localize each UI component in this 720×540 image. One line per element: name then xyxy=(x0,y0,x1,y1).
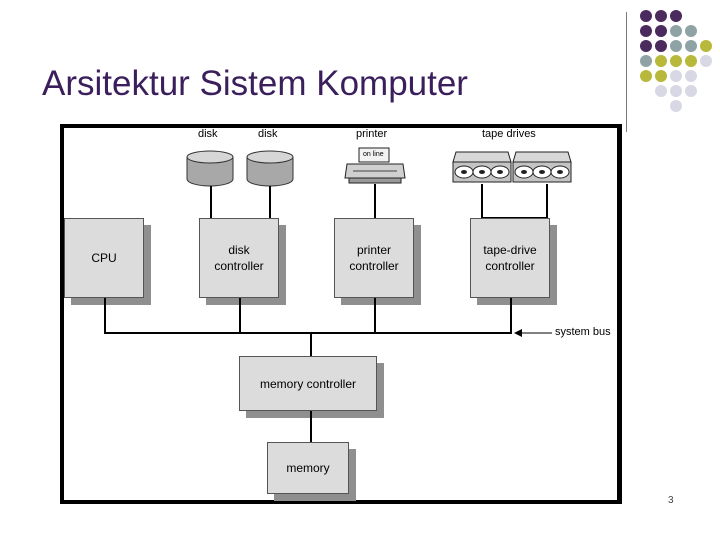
tape-drives-label: tape drives xyxy=(482,128,536,140)
disk-controller-box: disk controller xyxy=(199,218,279,298)
memory-label: memory xyxy=(286,461,330,475)
decorative-dot xyxy=(670,40,682,52)
system-bus-arrow xyxy=(514,329,552,337)
decorative-dot xyxy=(700,40,712,52)
decorative-dot xyxy=(640,25,652,37)
cpu-label: CPU xyxy=(91,251,117,265)
diagram-frame xyxy=(60,124,622,504)
disk-controller-label: disk controller xyxy=(214,243,264,273)
printer-connector xyxy=(374,184,376,219)
disk-icon-1 xyxy=(186,150,234,187)
decorative-dot xyxy=(640,10,652,22)
decorative-dot xyxy=(655,85,667,97)
title-separator xyxy=(626,12,627,132)
system-bus-line xyxy=(104,332,512,334)
decorative-dot xyxy=(685,70,697,82)
decorative-dot xyxy=(655,70,667,82)
decorative-dot xyxy=(655,55,667,67)
decorative-dot xyxy=(640,70,652,82)
printer-controller-label: printer controller xyxy=(349,243,399,273)
decorative-dot-grid xyxy=(640,10,720,120)
decorative-dot xyxy=(670,10,682,22)
tape-drive-controller-box: tape-drive controller xyxy=(470,218,550,298)
bus-to-memory-controller xyxy=(310,334,312,356)
decorative-dot xyxy=(640,55,652,67)
disk-controller-bus-connector xyxy=(239,298,241,334)
tape-drive1-connector xyxy=(481,184,483,219)
tape-drive-icon-1 xyxy=(452,151,512,183)
disk1-connector xyxy=(210,186,212,219)
decorative-dot xyxy=(685,85,697,97)
slide-title: Arsitektur Sistem Komputer xyxy=(42,64,468,103)
disk-label-1: disk xyxy=(198,128,218,140)
decorative-dot xyxy=(670,100,682,112)
decorative-dot xyxy=(685,55,697,67)
decorative-dot xyxy=(700,55,712,67)
memory-controller-to-memory xyxy=(310,411,312,442)
page-number: 3 xyxy=(668,495,674,506)
decorative-dot xyxy=(685,25,697,37)
decorative-dot xyxy=(670,85,682,97)
disk-icon-2 xyxy=(246,150,294,187)
tape-drive2-connector xyxy=(546,184,548,219)
disk2-connector xyxy=(269,186,271,219)
decorative-dot xyxy=(685,40,697,52)
decorative-dot xyxy=(655,10,667,22)
decorative-dot xyxy=(670,55,682,67)
printer-controller-bus-connector xyxy=(374,298,376,334)
cpu-box: CPU xyxy=(64,218,144,298)
decorative-dot xyxy=(655,25,667,37)
memory-controller-box: memory controller xyxy=(239,356,377,411)
decorative-dot xyxy=(670,70,682,82)
printer-label: printer xyxy=(356,128,388,140)
tape-controller-bus-connector xyxy=(510,298,512,334)
decorative-dot xyxy=(670,25,682,37)
printer-icon xyxy=(344,147,406,184)
disk-label-2: disk xyxy=(258,128,278,140)
tape-drive-icon-2 xyxy=(512,151,572,183)
printer-controller-box: printer controller xyxy=(334,218,414,298)
cpu-bus-connector xyxy=(104,298,106,334)
tape-drive-controller-label: tape-drive controller xyxy=(483,243,537,273)
decorative-dot xyxy=(655,40,667,52)
printer-panel-text: on line xyxy=(363,151,384,158)
memory-box: memory xyxy=(267,442,349,494)
diagram-frame-right-edge xyxy=(617,124,622,504)
decorative-dot xyxy=(640,40,652,52)
memory-controller-label: memory controller xyxy=(259,376,357,391)
system-bus-label: system bus xyxy=(555,326,611,338)
